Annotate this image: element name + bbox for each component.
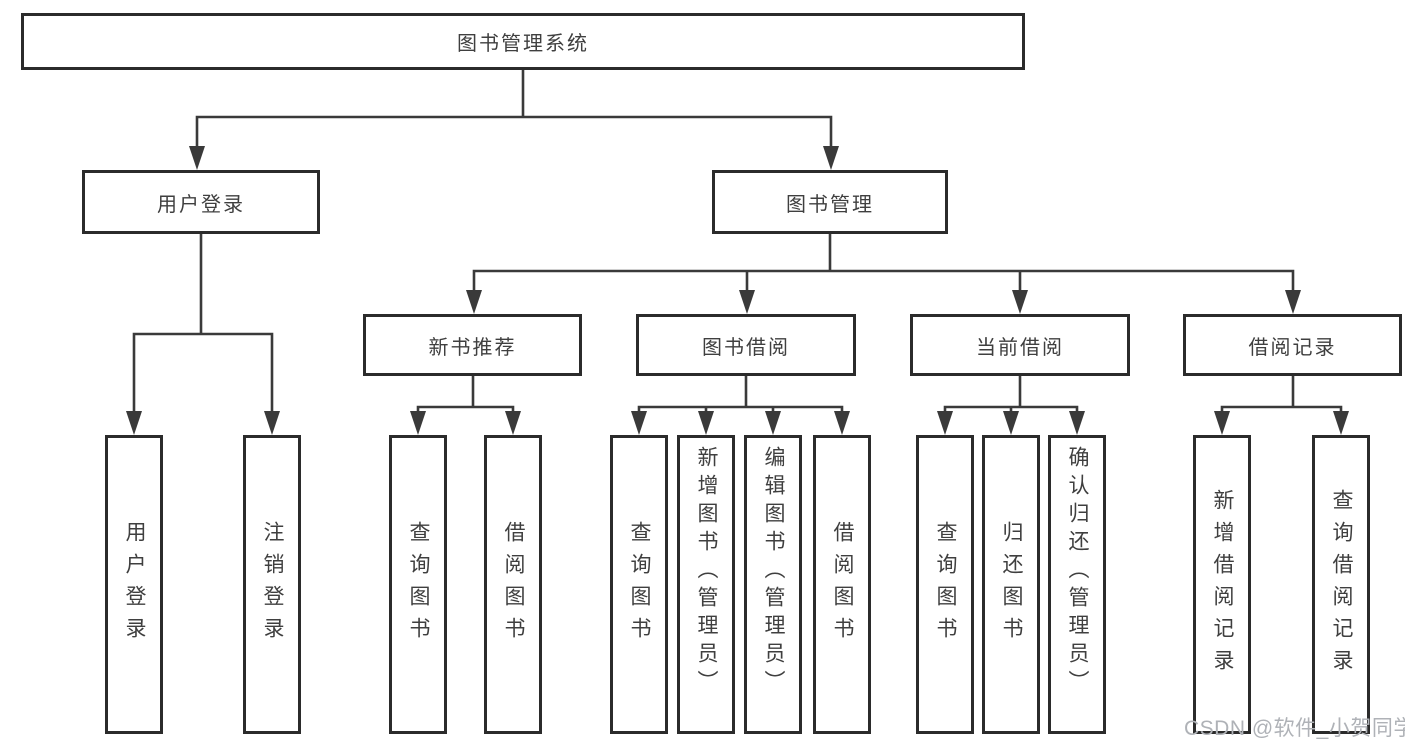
watermark-text: CSDN @软件_小贺同学	[1184, 717, 1405, 740]
leaf-label: 查询借阅记录	[1330, 488, 1354, 681]
leaf-return-books: 归还图书	[982, 435, 1040, 734]
node-book-management: 图书管理	[712, 170, 948, 234]
leaf-confirm-return-admin: 确认归还（管理员）	[1048, 435, 1106, 734]
leaf-label: 编辑图书（管理员）	[762, 446, 786, 698]
node-book-borrowing: 图书借阅	[636, 314, 856, 376]
node-current-borrowing: 当前借阅	[910, 314, 1130, 376]
leaf-label: 借阅图书	[502, 520, 526, 649]
leaf-label: 注销登录	[261, 520, 285, 649]
node-label: 借阅记录	[1248, 336, 1337, 359]
leaf-query-books-2: 查询图书	[610, 435, 668, 734]
node-label: 当前借阅	[976, 336, 1064, 359]
leaf-query-borrow-record: 查询借阅记录	[1312, 435, 1370, 734]
leaf-add-books-admin: 新增图书（管理员）	[677, 435, 735, 734]
leaf-query-books-1: 查询图书	[389, 435, 447, 734]
leaf-label: 查询图书	[407, 520, 431, 649]
leaf-user-login: 用户登录	[105, 435, 163, 734]
leaf-add-borrow-record: 新增借阅记录	[1193, 435, 1251, 734]
node-label: 图书借阅	[702, 336, 790, 359]
leaf-label: 查询图书	[628, 520, 652, 649]
leaf-label: 用户登录	[123, 520, 147, 649]
node-user-login: 用户登录	[82, 170, 320, 234]
leaf-query-books-3: 查询图书	[916, 435, 974, 734]
node-new-book-recommend: 新书推荐	[363, 314, 582, 376]
leaf-label: 新增图书（管理员）	[695, 446, 719, 698]
leaf-borrow-books-1: 借阅图书	[484, 435, 542, 734]
leaf-label: 新增借阅记录	[1211, 488, 1235, 681]
leaf-borrow-books-2: 借阅图书	[813, 435, 871, 734]
leaf-label: 查询图书	[934, 520, 958, 649]
leaf-label: 归还图书	[1000, 520, 1024, 649]
leaf-label: 借阅图书	[831, 520, 855, 649]
node-label: 用户登录	[157, 193, 245, 216]
node-borrowing-records: 借阅记录	[1183, 314, 1402, 376]
leaf-label: 确认归还（管理员）	[1066, 446, 1090, 698]
node-label: 图书管理系统	[457, 33, 589, 55]
leaf-edit-books-admin: 编辑图书（管理员）	[744, 435, 802, 734]
node-label: 图书管理	[786, 193, 874, 216]
node-book-management-system: 图书管理系统	[21, 13, 1025, 70]
leaf-logout: 注销登录	[243, 435, 301, 734]
node-label: 新书推荐	[428, 336, 517, 359]
